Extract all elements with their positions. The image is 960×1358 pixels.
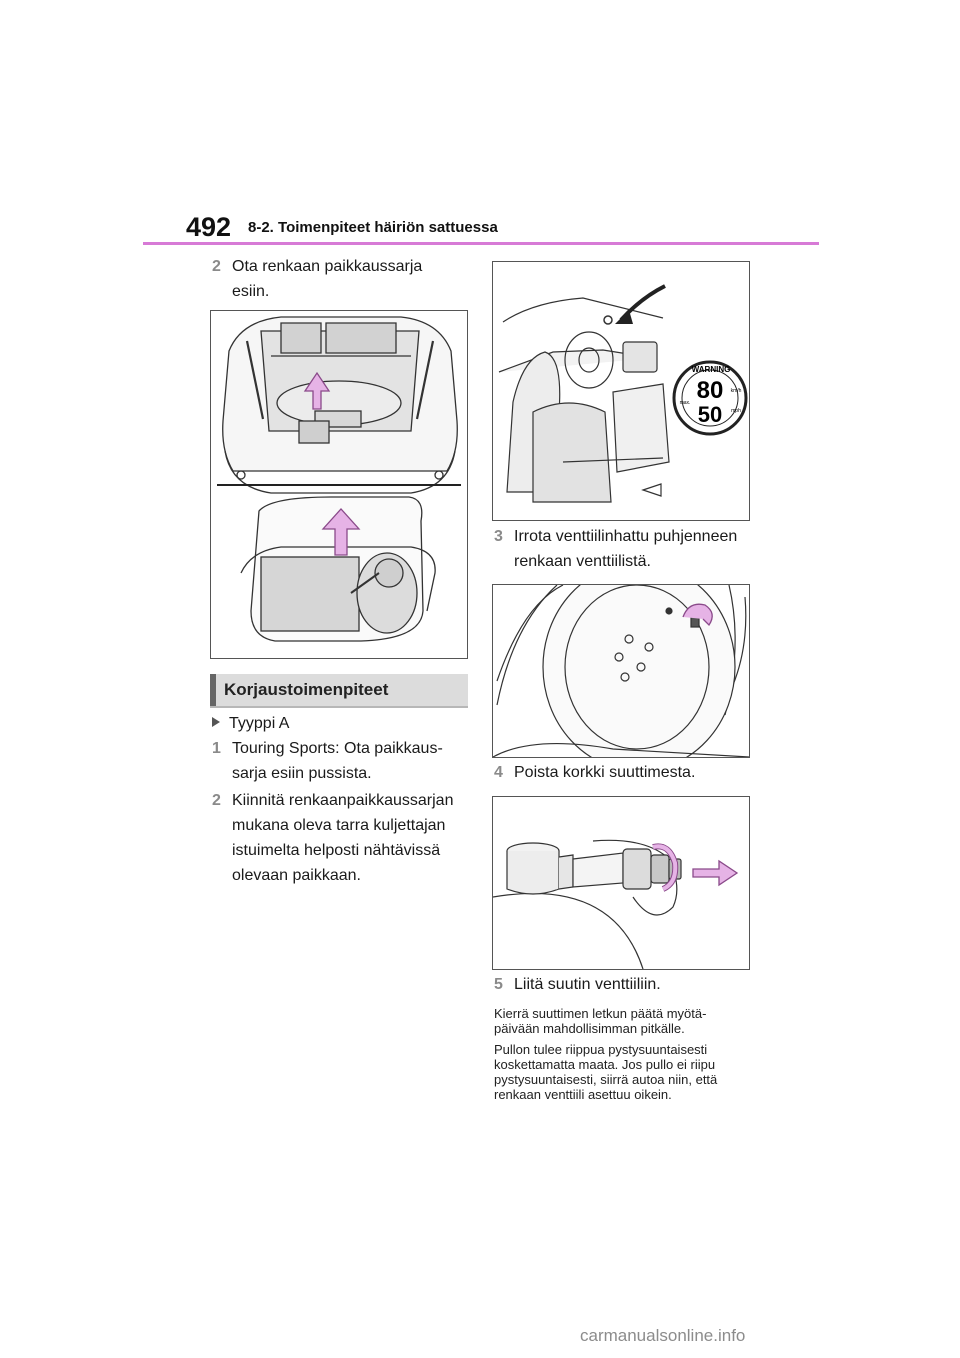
step-text-line: mukana oleva tarra kuljettajan — [232, 817, 446, 834]
step-number: 2 — [212, 258, 221, 275]
figure-interior-warning-sticker: WARNING 80 50 km/h mph max. — [492, 261, 750, 521]
triangle-bullet-icon — [212, 717, 220, 727]
step-text-line: renkaan venttiilistä. — [514, 553, 651, 570]
step-4-remove-nozzle-cap: 4 Poista korkki suuttimesta. — [494, 760, 754, 785]
step-text-line: Irrota venttiilinhattu puhjenneen — [514, 528, 738, 545]
type-bullet: Tyyppi A — [212, 712, 289, 736]
note-bottle-hang: Pullon tulee riippua pystysuuntaisesti k… — [494, 1042, 764, 1102]
step-text-line: esiin. — [232, 283, 270, 300]
step-text-line: istuimelta helposti nähtävissä — [232, 842, 441, 859]
subheading-korjaustoimenpiteet: Korjaustoimenpiteet — [210, 674, 468, 708]
step-3-remove-valve-cap: 3 Irrota venttiilinhattu puhjenneen renk… — [494, 524, 754, 574]
warning-title: WARNING — [692, 365, 731, 374]
step-text-line: Liitä suutin venttiiliin. — [514, 976, 661, 993]
warning-max: max. — [680, 400, 691, 406]
step-5-attach-nozzle: 5 Liitä suutin venttiiliin. — [494, 972, 754, 997]
warning-speed-kmh: 80 — [697, 377, 724, 404]
bullet-text: Tyyppi A — [229, 715, 290, 732]
step-1-take-from-bag: 1 Touring Sports: Ota paikkaus- sarja es… — [212, 736, 468, 786]
step-number: 5 — [494, 976, 503, 993]
note-line: renkaan venttiili asettuu oikein. — [494, 1087, 672, 1102]
step-text-line: Ota renkaan paikkaussarja — [232, 258, 423, 275]
note-line: pystysuuntaisesti, siirrä autoa niin, et… — [494, 1072, 718, 1087]
note-line: koskettamatta maata. Jos pullo ei riipu — [494, 1057, 716, 1072]
note-line: Kierrä suuttimen letkun päätä myötä- — [494, 1006, 707, 1021]
subheading-bar — [210, 674, 216, 706]
step-text-line: sarja esiin pussista. — [232, 765, 372, 782]
note-line: Pullon tulee riippua pystysuuntaisesti — [494, 1042, 708, 1057]
step-text-line: Touring Sports: Ota paikkaus- — [232, 740, 443, 757]
step-text-line: Kiinnitä renkaanpaikkaussarjan — [232, 792, 454, 809]
note-line: päivään mahdollisimman pitkälle. — [494, 1021, 685, 1036]
step-number: 4 — [494, 764, 503, 781]
step-text-line: Poista korkki suuttimesta. — [514, 764, 696, 781]
figure-trunk-repair-kit — [210, 310, 468, 659]
page-number: 492 — [186, 212, 232, 242]
watermark: carmanualsonline.info — [580, 1326, 746, 1345]
subheading-text: Korjaustoimenpiteet — [224, 680, 389, 699]
note-turn-hose: Kierrä suuttimen letkun päätä myötä- päi… — [494, 1006, 764, 1036]
warning-unit-mph: mph — [731, 408, 741, 414]
figure-nozzle-cap — [492, 796, 750, 970]
step-number: 3 — [494, 528, 503, 545]
warning-speed-mph: 50 — [698, 402, 722, 427]
step-text-line: olevaan paikkaan. — [232, 867, 361, 884]
section-title: 8-2. Toimenpiteet häiriön sattuessa — [248, 219, 498, 236]
step-2-take-kit: 2 Ota renkaan paikkaussarja esiin. — [212, 254, 462, 304]
warning-unit-kmh: km/h — [731, 388, 742, 394]
step-2-attach-sticker: 2 Kiinnitä renkaanpaikkaussarjan mukana … — [212, 788, 468, 888]
step-number: 1 — [212, 740, 221, 757]
figure-wheel-valve-cap — [492, 584, 750, 758]
header-rule — [143, 242, 819, 245]
step-number: 2 — [212, 792, 221, 809]
